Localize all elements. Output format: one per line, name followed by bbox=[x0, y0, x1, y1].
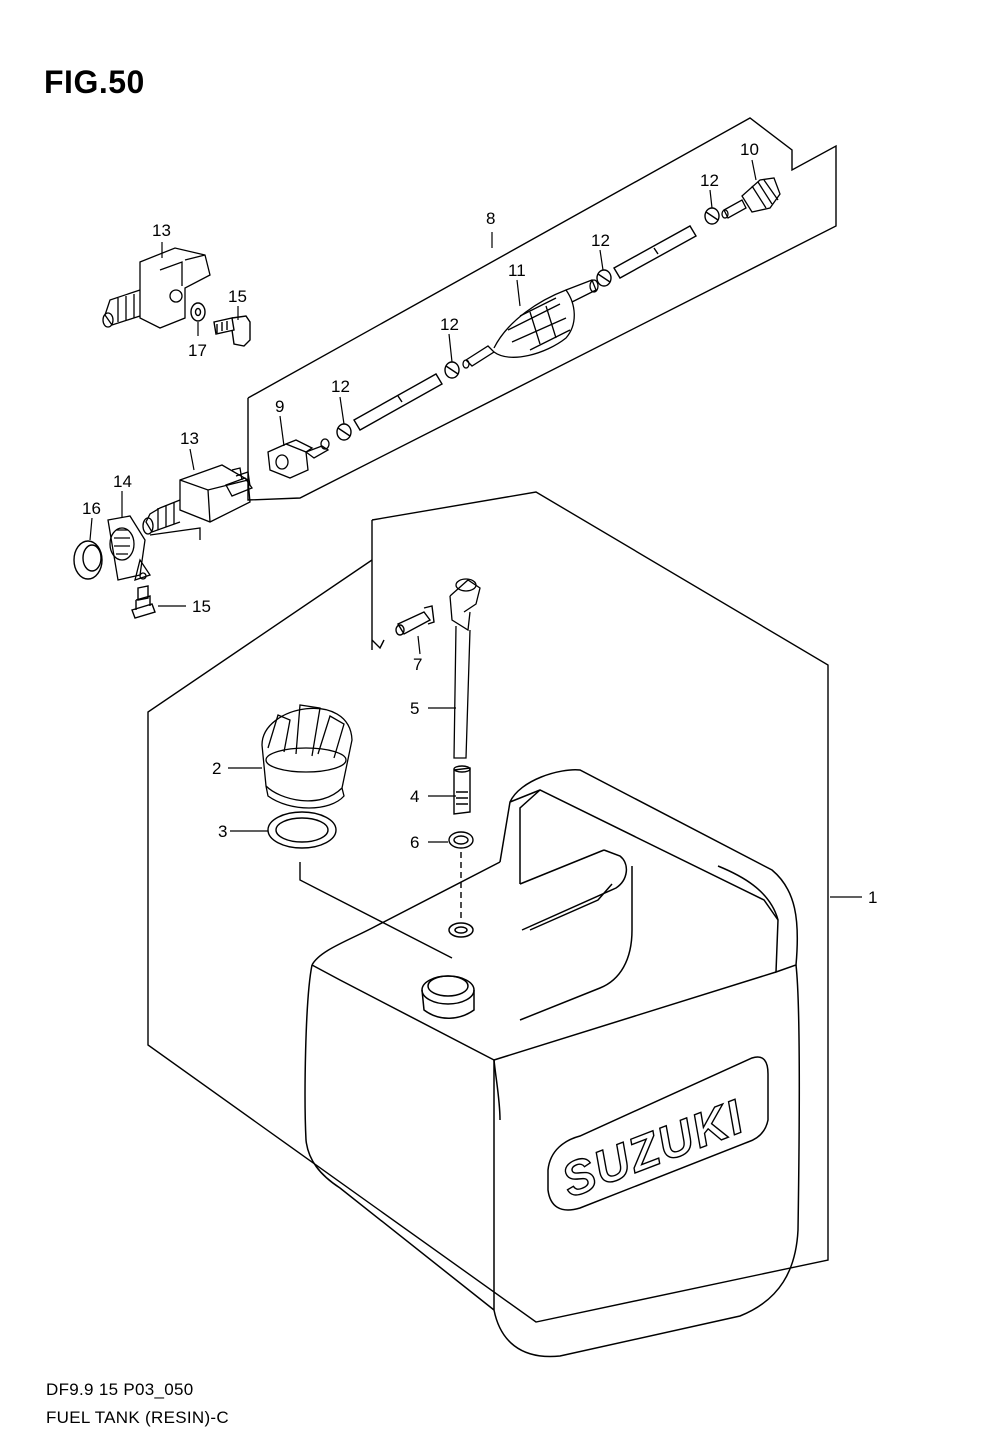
callout-9: 9 bbox=[275, 397, 284, 416]
figure-code: DF9.9 15 P03_050 bbox=[46, 1380, 194, 1399]
clamp-d-part bbox=[704, 207, 720, 225]
oring-small-part bbox=[448, 831, 474, 849]
callout-12-a: 12 bbox=[331, 377, 350, 396]
hose-a-part bbox=[353, 373, 443, 431]
filter-part bbox=[453, 765, 471, 815]
leader-lines bbox=[89, 159, 862, 898]
callout-15-top: 15 bbox=[228, 287, 247, 306]
callout-12-c: 12 bbox=[591, 231, 610, 250]
clamp-a-part bbox=[336, 423, 352, 441]
callout-12-b: 12 bbox=[440, 315, 459, 334]
callout-2: 2 bbox=[212, 759, 221, 778]
hose-b-part bbox=[613, 225, 697, 279]
fuel-tank-part bbox=[304, 769, 801, 1358]
connector-top-part bbox=[102, 247, 211, 329]
callout-13-top: 13 bbox=[152, 221, 171, 240]
gasket-part bbox=[267, 811, 337, 849]
washer-part bbox=[190, 302, 206, 322]
callout-10: 10 bbox=[740, 140, 759, 159]
figure-title: FIG.50 bbox=[44, 64, 145, 100]
seal-part bbox=[73, 540, 103, 580]
callout-5: 5 bbox=[410, 699, 419, 718]
hose-assembly-frame bbox=[247, 117, 837, 501]
callout-13-bottom: 13 bbox=[180, 429, 199, 448]
brand-mark: SUZUKI bbox=[555, 1090, 752, 1208]
tank-assembly-frame bbox=[147, 491, 829, 1323]
pickup-pipe-part bbox=[449, 578, 481, 759]
callout-11: 11 bbox=[508, 261, 526, 280]
bolt-bottom-part bbox=[131, 585, 156, 619]
callout-17: 17 bbox=[188, 341, 207, 360]
callout-labels: 13 15 17 8 9 12 12 11 12 12 10 13 14 16 … bbox=[82, 140, 877, 907]
tank-connector-part bbox=[721, 177, 781, 219]
callout-4: 4 bbox=[410, 787, 419, 806]
primer-bulb-part bbox=[462, 279, 599, 369]
callout-1: 1 bbox=[868, 888, 877, 907]
clamp-c-part bbox=[596, 269, 612, 287]
callout-7: 7 bbox=[413, 655, 422, 674]
fitting-part bbox=[395, 605, 435, 636]
callout-16: 16 bbox=[82, 499, 101, 518]
callout-12-d: 12 bbox=[700, 171, 719, 190]
callout-6: 6 bbox=[410, 833, 419, 852]
clamp-b-part bbox=[444, 361, 460, 379]
callout-8: 8 bbox=[486, 209, 495, 228]
filler-cap-part bbox=[261, 704, 353, 809]
callout-3: 3 bbox=[218, 822, 227, 841]
callout-15-bottom: 15 bbox=[192, 597, 211, 616]
figure-description: FUEL TANK (RESIN)-C bbox=[46, 1408, 229, 1427]
engine-connector-part bbox=[267, 438, 330, 479]
guide-line-b bbox=[299, 862, 453, 959]
connector-bottom-part bbox=[142, 464, 254, 535]
bracket-part bbox=[107, 515, 201, 581]
callout-14: 14 bbox=[113, 472, 132, 491]
bolt-top-part bbox=[213, 315, 251, 347]
